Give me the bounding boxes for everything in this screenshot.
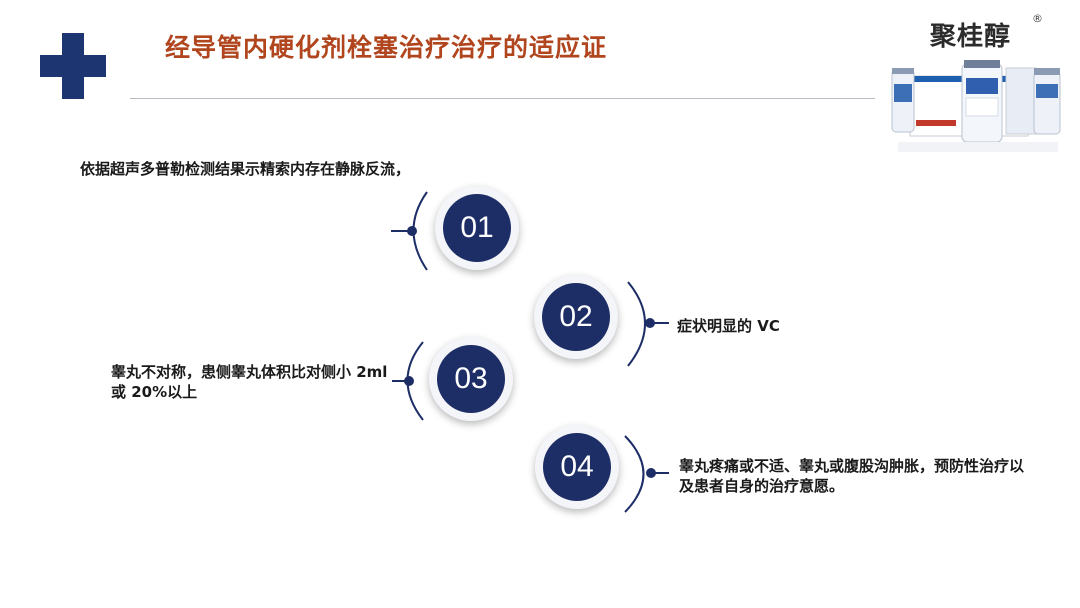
registered-mark: ® <box>1032 12 1043 25</box>
step-badge-03: 03 <box>429 337 513 421</box>
step-badge-04: 04 <box>535 425 619 509</box>
intro-text: 依据超声多普勒检测结果示精索内存在静脉反流， <box>80 160 411 178</box>
step-number: 03 <box>437 345 505 413</box>
bracket-dot-02 <box>645 318 655 328</box>
medical-cross-icon <box>40 33 106 99</box>
step-03-text: 睾丸不对称，患侧睾丸体积比对侧小 2ml 或 20%以上 <box>111 362 411 402</box>
brand-name: 聚桂醇 <box>930 22 1012 52</box>
bracket-dot-03 <box>404 376 414 386</box>
bracket-dot-01 <box>407 226 417 236</box>
step-badge-02: 02 <box>534 275 618 359</box>
step-number: 04 <box>543 433 611 501</box>
step-badge-01: 01 <box>435 186 519 270</box>
step-number: 02 <box>542 283 610 351</box>
step-04-text: 睾丸疼痛或不适、睾丸或腹股沟肿胀，预防性治疗以及患者自身的治疗意愿。 <box>679 457 1025 495</box>
product-bottles-image <box>891 60 1061 152</box>
step-number: 01 <box>443 194 511 262</box>
step-02-text: 症状明显的 VC <box>677 317 780 335</box>
step-03-text-line2: 或 20%以上 <box>111 383 198 401</box>
bracket-04 <box>624 435 645 513</box>
page-title: 经导管内硬化剂栓塞治疗治疗的适应证 <box>165 33 608 62</box>
step-03-text-line1: 睾丸不对称，患侧睾丸体积比对侧小 2ml <box>111 363 388 381</box>
bracket-02 <box>627 281 646 367</box>
header-divider <box>130 98 875 99</box>
bracket-dot-04 <box>646 468 656 478</box>
